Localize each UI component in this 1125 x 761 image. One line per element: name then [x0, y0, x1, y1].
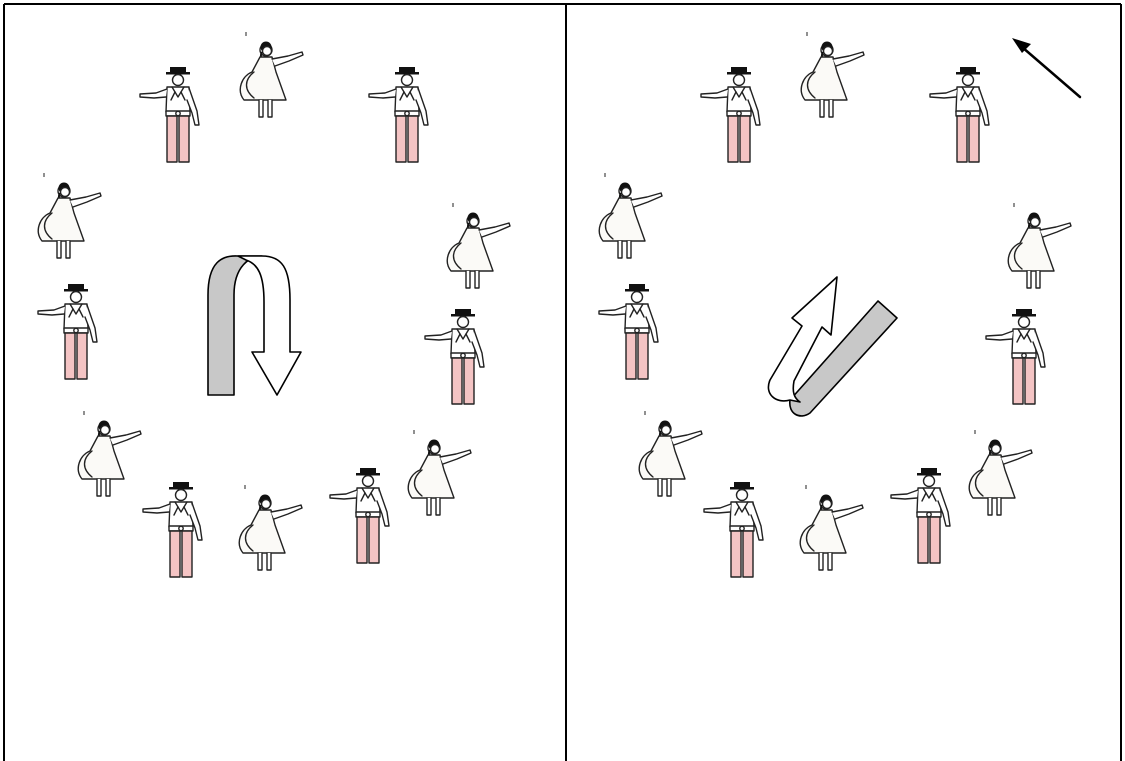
- dancer-woman: [447, 203, 510, 288]
- dancer-man: [369, 67, 428, 162]
- dancer-man: [891, 468, 950, 563]
- rotate-clockwise-arrow-icon: [208, 256, 301, 395]
- dancer-woman: [408, 430, 471, 515]
- dancer-woman: [800, 485, 863, 570]
- dancer-man: [330, 468, 389, 563]
- dancer-man: [38, 284, 97, 379]
- dancer-man: [701, 67, 760, 162]
- rotate-counterclockwise-arrow-icon: [768, 277, 897, 416]
- dancer-woman: [801, 32, 864, 117]
- dancer-woman: [1008, 203, 1071, 288]
- dancer-woman: [639, 411, 702, 496]
- dancer-woman: [599, 173, 662, 258]
- dancer-woman: [240, 32, 303, 117]
- dancer-woman: [239, 485, 302, 570]
- dancer-man: [930, 67, 989, 162]
- dancer-woman: [78, 411, 141, 496]
- dancer-man: [986, 309, 1045, 404]
- direction-arrow-up-left-icon: [1012, 38, 1080, 97]
- dancer-man: [599, 284, 658, 379]
- dancer-woman: [969, 430, 1032, 515]
- dancer-man: [425, 309, 484, 404]
- dancer-man: [143, 482, 202, 577]
- panel-left: [38, 32, 510, 577]
- dancer-man: [704, 482, 763, 577]
- panel-right: [599, 32, 1080, 577]
- dancer-man: [140, 67, 199, 162]
- dancer-woman: [38, 173, 101, 258]
